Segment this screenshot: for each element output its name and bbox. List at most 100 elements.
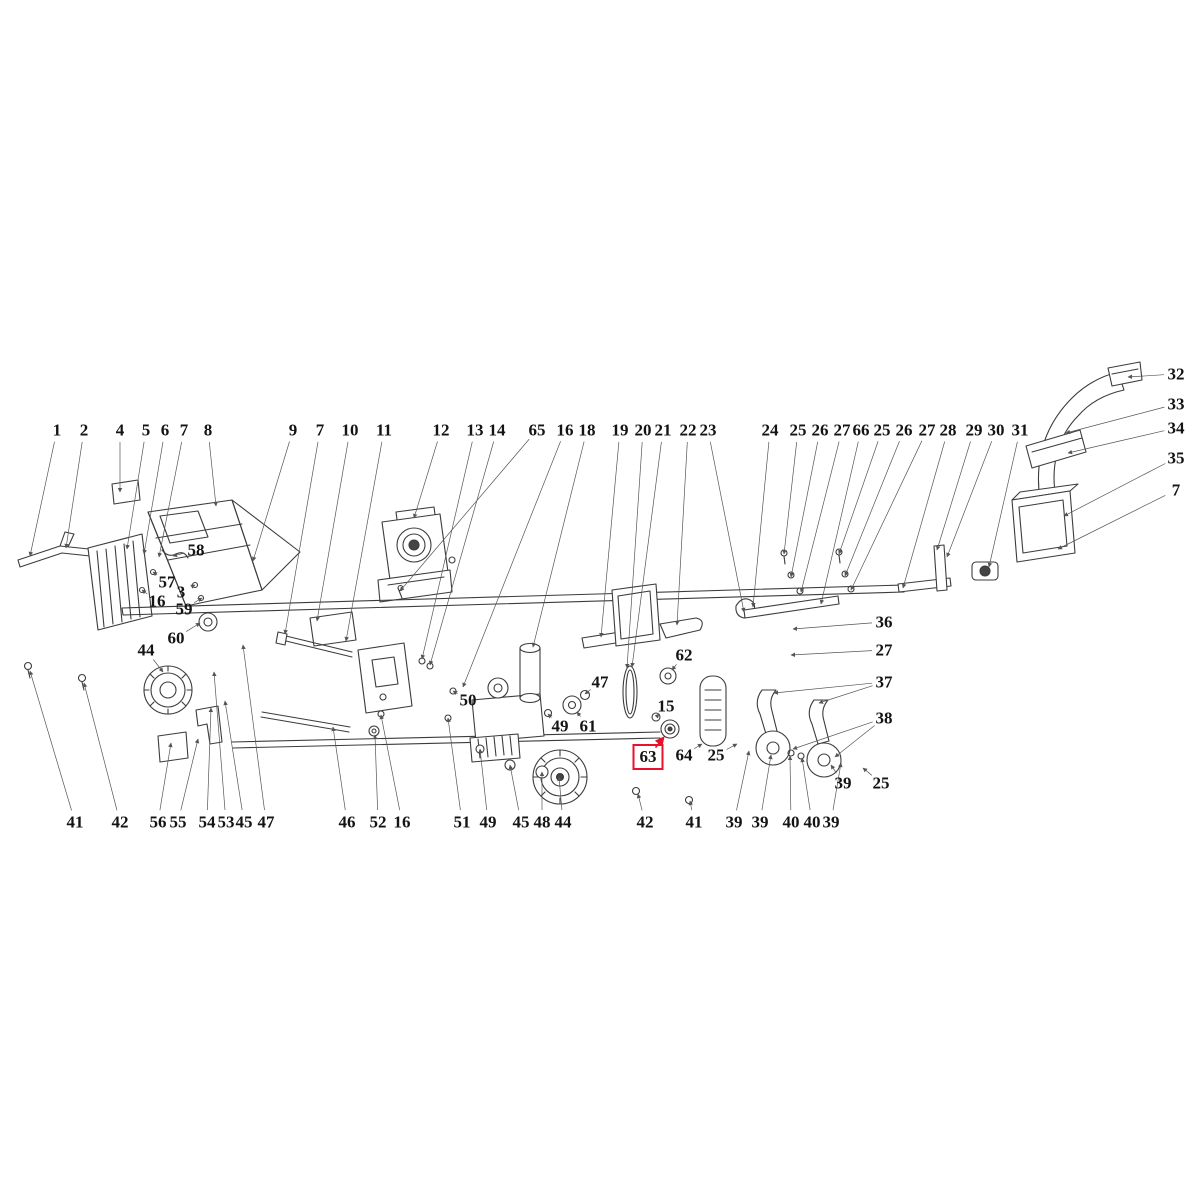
leader-line xyxy=(654,713,660,719)
callout-27: 27 xyxy=(875,640,893,660)
callout-2: 2 xyxy=(79,420,89,440)
callout-45: 45 xyxy=(512,812,530,832)
callout-27: 27 xyxy=(833,420,851,440)
callout-59: 59 xyxy=(175,599,193,619)
callout-60: 60 xyxy=(167,628,185,648)
leader-line xyxy=(862,767,873,776)
callout-21: 21 xyxy=(654,420,672,440)
leader-line xyxy=(223,700,243,811)
callout-50: 50 xyxy=(459,690,477,710)
leader-line xyxy=(180,738,200,811)
leader-line xyxy=(28,670,72,811)
leader-line xyxy=(751,441,770,608)
callout-6: 6 xyxy=(160,420,170,440)
leader-line xyxy=(241,644,265,811)
leader-line xyxy=(987,441,1018,568)
leader-line xyxy=(576,711,582,717)
leader-line xyxy=(709,441,746,613)
callout-53: 53 xyxy=(217,812,235,832)
towbar xyxy=(17,531,119,568)
callout-39: 39 xyxy=(725,812,743,832)
callout-54: 54 xyxy=(198,812,216,832)
leader-line xyxy=(834,725,875,758)
muffler xyxy=(699,675,727,747)
leader-line xyxy=(901,441,946,589)
leader-line xyxy=(252,441,290,562)
callout-44: 44 xyxy=(554,812,572,832)
center-housing xyxy=(357,642,434,737)
leader-line xyxy=(792,721,873,750)
leader-line xyxy=(736,750,751,811)
leader-line xyxy=(789,441,819,578)
leader-line xyxy=(819,441,859,605)
leader-line xyxy=(946,441,993,558)
callout-55: 55 xyxy=(169,812,187,832)
callout-42: 42 xyxy=(636,812,654,832)
leader-line xyxy=(636,793,643,811)
callout-25: 25 xyxy=(789,420,807,440)
leader-line xyxy=(818,685,873,704)
discharge-chute xyxy=(1025,361,1143,501)
callout-36: 36 xyxy=(875,612,893,632)
callout-7: 7 xyxy=(1171,480,1181,500)
callout-66: 66 xyxy=(852,420,870,440)
leader-line xyxy=(82,682,118,811)
leader-line xyxy=(446,717,461,811)
callout-52: 52 xyxy=(369,812,387,832)
leader-line xyxy=(787,755,793,811)
callout-51: 51 xyxy=(453,812,471,832)
callout-45: 45 xyxy=(235,812,253,832)
callout-40: 40 xyxy=(803,812,821,832)
leader-line xyxy=(936,441,971,551)
leader-line xyxy=(194,597,203,603)
leader-line xyxy=(773,682,873,695)
right-axle-assembly xyxy=(755,689,842,778)
leader-line xyxy=(838,441,879,555)
leader-line xyxy=(630,441,662,668)
leader-line xyxy=(850,440,923,591)
leader-line xyxy=(1127,374,1165,380)
callout-28: 28 xyxy=(939,420,957,440)
callout-24: 24 xyxy=(761,420,779,440)
callout-23: 23 xyxy=(699,420,717,440)
leader-line xyxy=(599,441,620,638)
leader-line xyxy=(782,441,798,555)
callout-15: 15 xyxy=(657,696,675,716)
callout-7: 7 xyxy=(179,420,189,440)
callout-39: 39 xyxy=(751,812,769,832)
callout-18: 18 xyxy=(578,420,596,440)
leader-line xyxy=(790,650,873,658)
callout-37: 37 xyxy=(875,672,893,692)
callout-57: 57 xyxy=(158,572,176,592)
callout-7: 7 xyxy=(315,420,325,440)
callout-34: 34 xyxy=(1167,418,1185,438)
leader-line xyxy=(420,441,473,660)
callout-12: 12 xyxy=(432,420,450,440)
callout-46: 46 xyxy=(338,812,356,832)
leader-line xyxy=(726,743,738,750)
left-wheel xyxy=(143,612,218,715)
callout-1: 1 xyxy=(52,420,62,440)
callout-41: 41 xyxy=(685,812,703,832)
callout-13: 13 xyxy=(466,420,484,440)
leader-line xyxy=(674,441,688,626)
leader-line xyxy=(694,743,703,749)
leader-line xyxy=(832,762,843,811)
leader-line xyxy=(372,734,378,811)
leader-line xyxy=(547,713,553,719)
callout-48: 48 xyxy=(533,812,551,832)
callout-33: 33 xyxy=(1167,394,1185,414)
callout-61: 61 xyxy=(579,716,597,736)
leader-line xyxy=(584,689,591,695)
callout-32: 32 xyxy=(1167,364,1185,384)
leader-line xyxy=(64,441,83,549)
leader-line xyxy=(508,764,520,811)
callout-49: 49 xyxy=(551,716,569,736)
engine xyxy=(377,506,456,603)
leader-line xyxy=(152,571,158,577)
callout-41: 41 xyxy=(66,812,84,832)
center-wheel xyxy=(532,749,694,805)
leader-line xyxy=(688,800,694,811)
cab-frame xyxy=(111,479,301,607)
